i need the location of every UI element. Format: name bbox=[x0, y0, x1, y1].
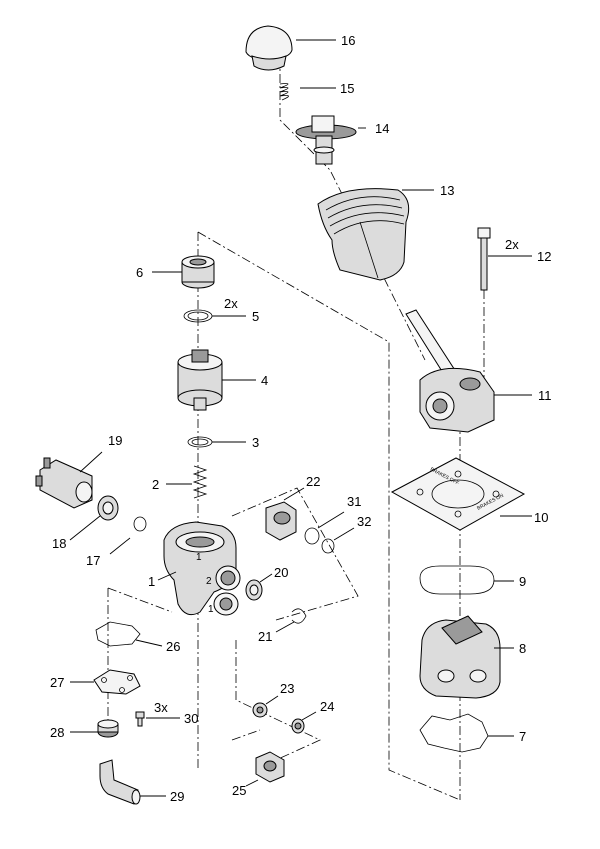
part-9-gasket bbox=[419, 565, 514, 595]
part-6-bushing bbox=[152, 255, 215, 289]
part-10-plate bbox=[390, 457, 532, 531]
label-5: 5 bbox=[252, 309, 259, 324]
label-30: 30 bbox=[184, 711, 198, 726]
label-28: 28 bbox=[50, 725, 64, 740]
label-16: 16 bbox=[341, 33, 355, 48]
label-10: 10 bbox=[534, 510, 548, 525]
label-32: 32 bbox=[357, 514, 371, 529]
part-29-elbow bbox=[99, 759, 166, 805]
label-12-qty: 2x bbox=[505, 237, 519, 252]
label-8: 8 bbox=[519, 641, 526, 656]
label-15: 15 bbox=[340, 81, 354, 96]
part-32-oring bbox=[321, 527, 355, 554]
part-12-bolt bbox=[477, 227, 532, 291]
part-19-pressure-switch bbox=[35, 451, 103, 509]
label-24: 24 bbox=[320, 699, 334, 714]
label-18: 18 bbox=[52, 536, 66, 551]
part-4-cartridge bbox=[177, 349, 256, 411]
label-21: 21 bbox=[258, 629, 272, 644]
label-20: 20 bbox=[274, 565, 288, 580]
part-21-clip bbox=[275, 608, 307, 633]
part-17-oring bbox=[109, 516, 147, 555]
part-5-oring bbox=[183, 309, 246, 323]
part-2-spring bbox=[166, 465, 208, 499]
part-16-knob bbox=[245, 25, 336, 71]
part-25-nut bbox=[245, 751, 285, 787]
part-31-oring bbox=[304, 511, 345, 545]
label-6: 6 bbox=[136, 265, 143, 280]
part-3-oring bbox=[187, 436, 246, 448]
callout-labels: 16 15 14 13 12 2x 11 10 9 8 7 6 5 2x 4 3… bbox=[50, 33, 552, 804]
label-25: 25 bbox=[232, 783, 246, 798]
label-4: 4 bbox=[261, 373, 268, 388]
part-27-cover bbox=[70, 669, 141, 695]
label-31: 31 bbox=[347, 494, 361, 509]
part-26-gasket bbox=[95, 621, 163, 647]
label-5-qty: 2x bbox=[224, 296, 238, 311]
part-22-fitting bbox=[265, 487, 305, 541]
label-30-qty: 3x bbox=[154, 700, 168, 715]
port-mark-one-top: 1 bbox=[196, 552, 202, 563]
part-11-handle-base bbox=[405, 309, 532, 433]
label-12: 12 bbox=[537, 249, 551, 264]
label-19: 19 bbox=[108, 433, 122, 448]
part-13-boot bbox=[317, 188, 434, 281]
part-28-plug bbox=[70, 719, 119, 738]
label-11: 11 bbox=[538, 388, 552, 403]
part-20-seal bbox=[245, 573, 273, 601]
label-17: 17 bbox=[86, 553, 100, 568]
label-23: 23 bbox=[280, 681, 294, 696]
label-29: 29 bbox=[170, 789, 184, 804]
part-8-lower-body bbox=[419, 615, 514, 699]
label-14: 14 bbox=[375, 121, 389, 136]
part-1-valve-body: 2 1 bbox=[157, 521, 241, 616]
part-7-gasket bbox=[419, 713, 514, 753]
port-mark-two: 2 bbox=[206, 576, 212, 587]
label-2: 2 bbox=[152, 477, 159, 492]
label-26: 26 bbox=[166, 639, 180, 654]
port-mark-one-bottom: 1 bbox=[208, 604, 214, 615]
label-9: 9 bbox=[519, 574, 526, 589]
part-24-fitting bbox=[291, 711, 317, 734]
label-27: 27 bbox=[50, 675, 64, 690]
part-14-collar bbox=[295, 115, 366, 165]
label-1: 1 bbox=[148, 574, 155, 589]
part-30-screw bbox=[135, 711, 180, 727]
label-3: 3 bbox=[252, 435, 259, 450]
label-13: 13 bbox=[440, 183, 454, 198]
part-18-adapter bbox=[69, 495, 119, 541]
label-22: 22 bbox=[306, 474, 320, 489]
part-23-fitting bbox=[252, 695, 279, 718]
label-7: 7 bbox=[519, 729, 526, 744]
part-15-spring bbox=[279, 83, 336, 101]
